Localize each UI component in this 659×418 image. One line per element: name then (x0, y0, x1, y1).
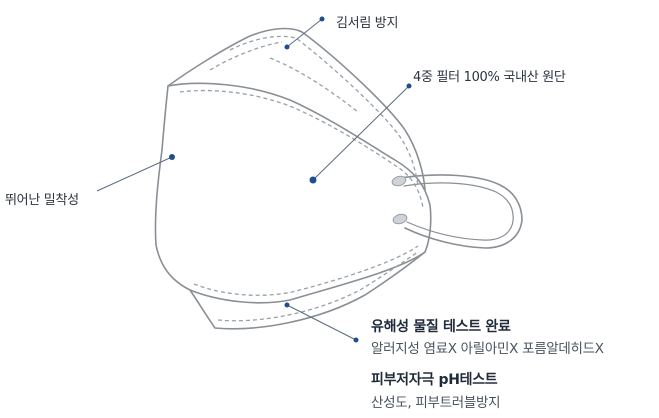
fit-label: 뛰어난 밀착성 (5, 193, 79, 208)
callout-dot-harmful-end (353, 337, 359, 343)
mask-back-panel (167, 27, 426, 191)
ear-loop (399, 174, 523, 249)
callout-dot-anti-fog (284, 44, 290, 50)
callout-dot-filter-end (406, 83, 412, 89)
callout-dot-fit (169, 154, 175, 160)
callout-dot-filter (309, 176, 317, 184)
callout-dot-anti-fog-end (319, 16, 325, 22)
filter-label: 4중 필터 100% 국내산 원단 (413, 70, 566, 85)
harmful-test-title: 유해성 물질 테스트 완료 (371, 319, 511, 335)
callout-dot-harmful (284, 302, 290, 308)
skin-test-title: 피부저자극 pH테스트 (371, 372, 498, 388)
loop-weld-bottom (392, 213, 408, 225)
mask-front-panel (154, 82, 432, 304)
skin-test-desc: 산성도, 피부트러블방지 (371, 395, 501, 411)
harmful-test-desc: 알러지성 염료X 아릴아민X 포름알데히드X (371, 341, 604, 357)
anti-fog-label: 김서림 방지 (336, 16, 399, 31)
mask-lower-flap (189, 251, 426, 330)
loop-weld-top (391, 175, 407, 187)
